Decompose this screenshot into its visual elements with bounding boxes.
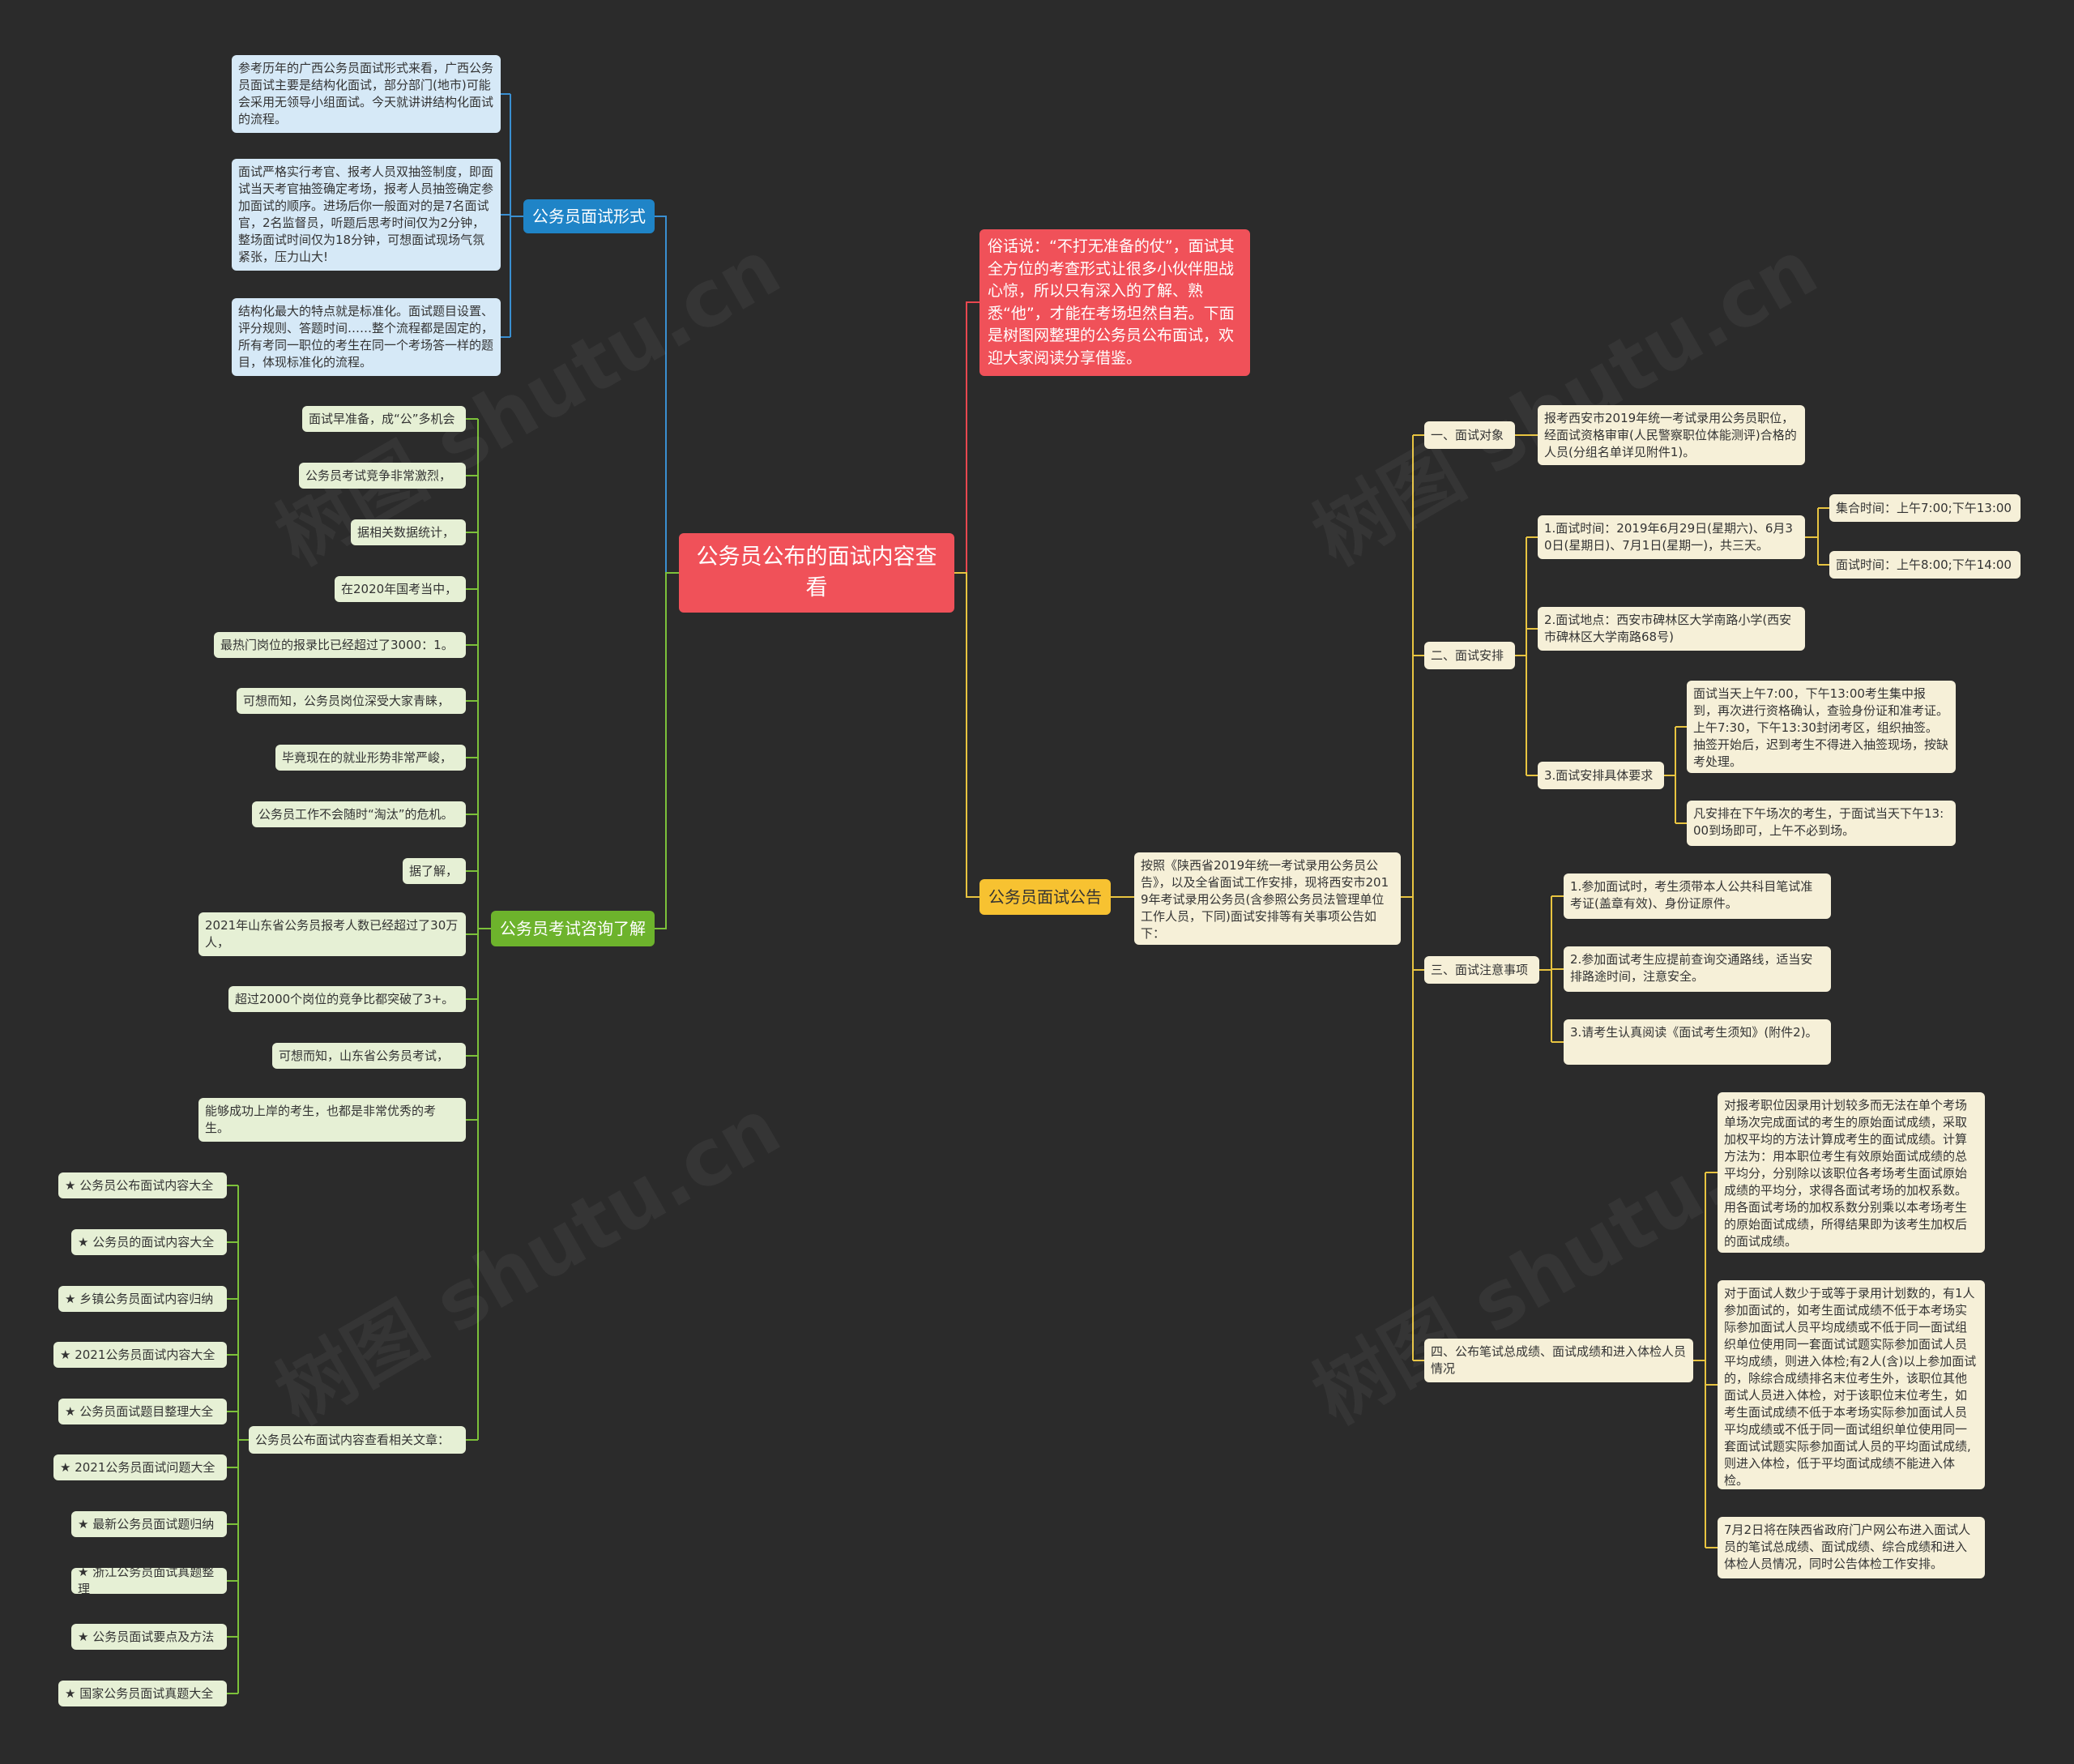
branch-interview-form[interactable]: 公务员面试形式 (523, 199, 655, 233)
consult-leaf[interactable]: 面试早准备，成“公”多机会 (302, 406, 466, 432)
related-article-link[interactable]: ★ 2021公务员面试内容大全 (53, 1342, 227, 1368)
consult-leaf[interactable]: 2021年山东省公务员报考人数已经超过了30万人， (198, 912, 466, 956)
note-item[interactable]: 2.参加面试考生应提前查询交通路线，适当安排路途时间，注意安全。 (1564, 946, 1831, 992)
connector (954, 301, 979, 574)
requirement-detail[interactable]: 凡安排在下午场次的考生，于面试当天下午13:00到场即可，上午不必到场。 (1687, 801, 1956, 846)
branch-exam-consult-label: 公务员考试咨询了解 (500, 919, 646, 938)
consult-leaf[interactable]: 公务员工作不会随时“淘汰”的危机。 (252, 801, 466, 827)
related-article-link[interactable]: ★ 2021公务员面试问题大全 (53, 1454, 227, 1480)
consult-leaf[interactable]: 在2020年国考当中， (335, 576, 466, 602)
interview-place[interactable]: 2.面试地点：西安市碑林区大学南路小学(西安市碑林区大学南路68号) (1538, 607, 1805, 651)
related-article-link[interactable]: ★ 公务员面试要点及方法 (71, 1624, 227, 1650)
consult-leaf[interactable]: 超过2000个岗位的竞争比都突破了3+。 (228, 986, 466, 1012)
consult-leaf[interactable]: 毕竟现在的就业形势非常严峻， (275, 745, 466, 771)
notice-summary[interactable]: 按照《陕西省2019年统一考试录用公务员公告》，以及全省面试工作安排，现将西安市… (1134, 852, 1401, 945)
form-leaf[interactable]: 结构化最大的特点就是标准化。面试题目设置、评分规则、答题时间……整个流程都是固定… (232, 298, 501, 376)
section-results-publication[interactable]: 四、公布笔试总成绩、面试成绩和进入体检人员情况 (1424, 1339, 1693, 1382)
section-interview-target[interactable]: 一、面试对象 (1424, 421, 1515, 449)
related-articles-node[interactable]: 公务员公布面试内容查看相关文章： (249, 1426, 466, 1454)
related-article-link[interactable]: ★ 公务员面试题目整理大全 (58, 1399, 227, 1424)
form-leaf[interactable]: 面试严格实行考官、报考人员双抽签制度，即面试当天考官抽签确定考场，报考人员抽签确… (232, 159, 501, 271)
interview-session-time[interactable]: 面试时间：上午8:00;下午14:00 (1829, 551, 2021, 579)
root-topic[interactable]: 公务员公布的面试内容查看 (679, 533, 954, 613)
branch-interview-notice[interactable]: 公务员面试公告 (979, 879, 1111, 915)
consult-leaf[interactable]: 可想而知，公务员岗位深受大家青睐， (237, 688, 466, 714)
consult-leaf[interactable]: 能够成功上岸的考生，也都是非常优秀的考生。 (198, 1098, 466, 1142)
consult-leaf[interactable]: 公务员考试竞争非常激烈， (299, 463, 466, 489)
requirement-detail[interactable]: 面试当天上午7:00，下午13:00考生集中报到，再次进行资格确认，查验身份证和… (1687, 681, 1956, 773)
branch-interview-notice-label: 公务员面试公告 (988, 887, 1102, 907)
interview-target-detail[interactable]: 报考西安市2019年统一考试录用公务员职位，经面试资格审审(人民警察职位体能测评… (1538, 405, 1805, 465)
intro-text: 俗话说：“不打无准备的仗”，面试其全方位的考查形式让很多小伙伴胆战心惊，所以只有… (988, 237, 1235, 367)
related-article-link[interactable]: ★ 公务员的面试内容大全 (71, 1229, 227, 1255)
connector (655, 572, 679, 929)
results-detail[interactable]: 对于面试人数少于或等于录用计划数的，有1人参加面试的，如考生面试成绩不低于本考场… (1718, 1280, 1985, 1489)
related-article-link[interactable]: ★ 国家公务员面试真题大全 (58, 1681, 227, 1706)
related-article-link[interactable]: ★ 浙江公务员面试真题整理 (71, 1568, 227, 1594)
connector (954, 572, 979, 898)
note-item[interactable]: 1.参加面试时，考生须带本人公共科目笔试准考证(盖章有效)、身份证原件。 (1564, 873, 1831, 919)
results-detail[interactable]: 7月2日将在陕西省政府门户网公布进入面试人员的笔试总成绩、面试成绩、综合成绩和进… (1718, 1517, 1985, 1578)
interview-time[interactable]: 1.面试时间：2019年6月29日(星期六)、6月30日(星期日)、7月1日(星… (1538, 515, 1805, 559)
related-article-link[interactable]: ★ 乡镇公务员面试内容归纳 (58, 1286, 227, 1312)
consult-leaf[interactable]: 据了解， (403, 858, 466, 884)
gather-time[interactable]: 集合时间：上午7:00;下午13:00 (1829, 494, 2021, 522)
consult-leaf[interactable]: 据相关数据统计， (351, 519, 466, 545)
section-interview-arrangement[interactable]: 二、面试安排 (1424, 642, 1515, 669)
related-article-link[interactable]: ★ 公务员公布面试内容大全 (58, 1172, 227, 1198)
consult-leaf[interactable]: 最热门岗位的报录比已经超过了3000：1。 (214, 632, 466, 658)
branch-exam-consult[interactable]: 公务员考试咨询了解 (491, 911, 655, 946)
connector (655, 216, 679, 574)
consult-leaf[interactable]: 可想而知，山东省公务员考试， (272, 1043, 466, 1069)
arrangement-requirements[interactable]: 3.面试安排具体要求 (1538, 762, 1664, 789)
intro-node[interactable]: 俗话说：“不打无准备的仗”，面试其全方位的考查形式让很多小伙伴胆战心惊，所以只有… (979, 229, 1250, 376)
form-leaf[interactable]: 参考历年的广西公务员面试形式来看，广西公务员面试主要是结构化面试，部分部门(地市… (232, 55, 501, 133)
results-detail[interactable]: 对报考职位因录用计划较多而无法在单个考场单场次完成面试的考生的原始面试成绩，采取… (1718, 1092, 1985, 1253)
note-item[interactable]: 3.请考生认真阅读《面试考生须知》(附件2)。 (1564, 1019, 1831, 1065)
branch-interview-form-label: 公务员面试形式 (532, 207, 646, 226)
root-title: 公务员公布的面试内容查看 (696, 545, 937, 600)
related-article-link[interactable]: ★ 最新公务员面试题归纳 (71, 1511, 227, 1537)
section-interview-notes[interactable]: 三、面试注意事项 (1424, 956, 1539, 984)
